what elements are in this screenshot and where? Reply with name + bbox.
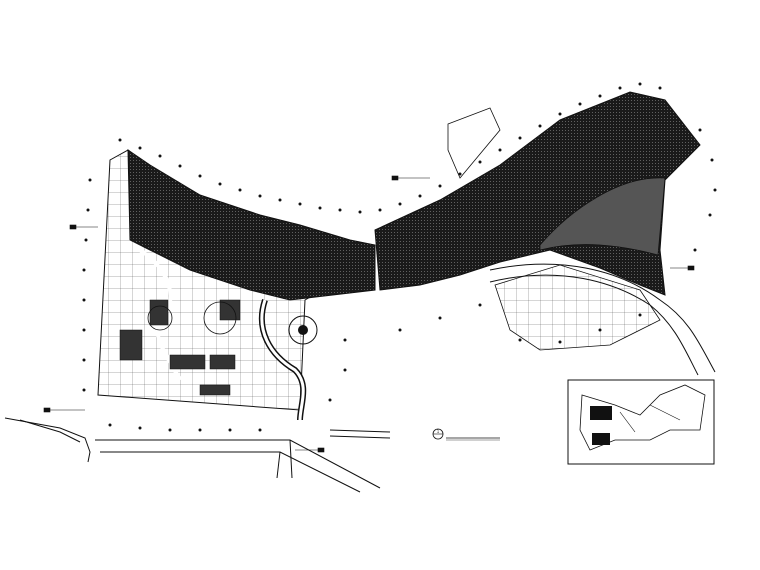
boundary-markers — [82, 82, 717, 432]
key-plan-inset — [567, 379, 715, 465]
leader-tags — [43, 175, 695, 453]
drawing-title-block: 1 — [432, 428, 500, 441]
title-symbol-number: 1 — [437, 429, 440, 434]
key-plan-frame — [567, 379, 715, 465]
north-annex — [447, 107, 501, 179]
approach-road — [4, 417, 391, 493]
east-block — [374, 91, 701, 351]
key-plan-highlight-zone — [590, 406, 612, 420]
west-block — [97, 149, 376, 421]
